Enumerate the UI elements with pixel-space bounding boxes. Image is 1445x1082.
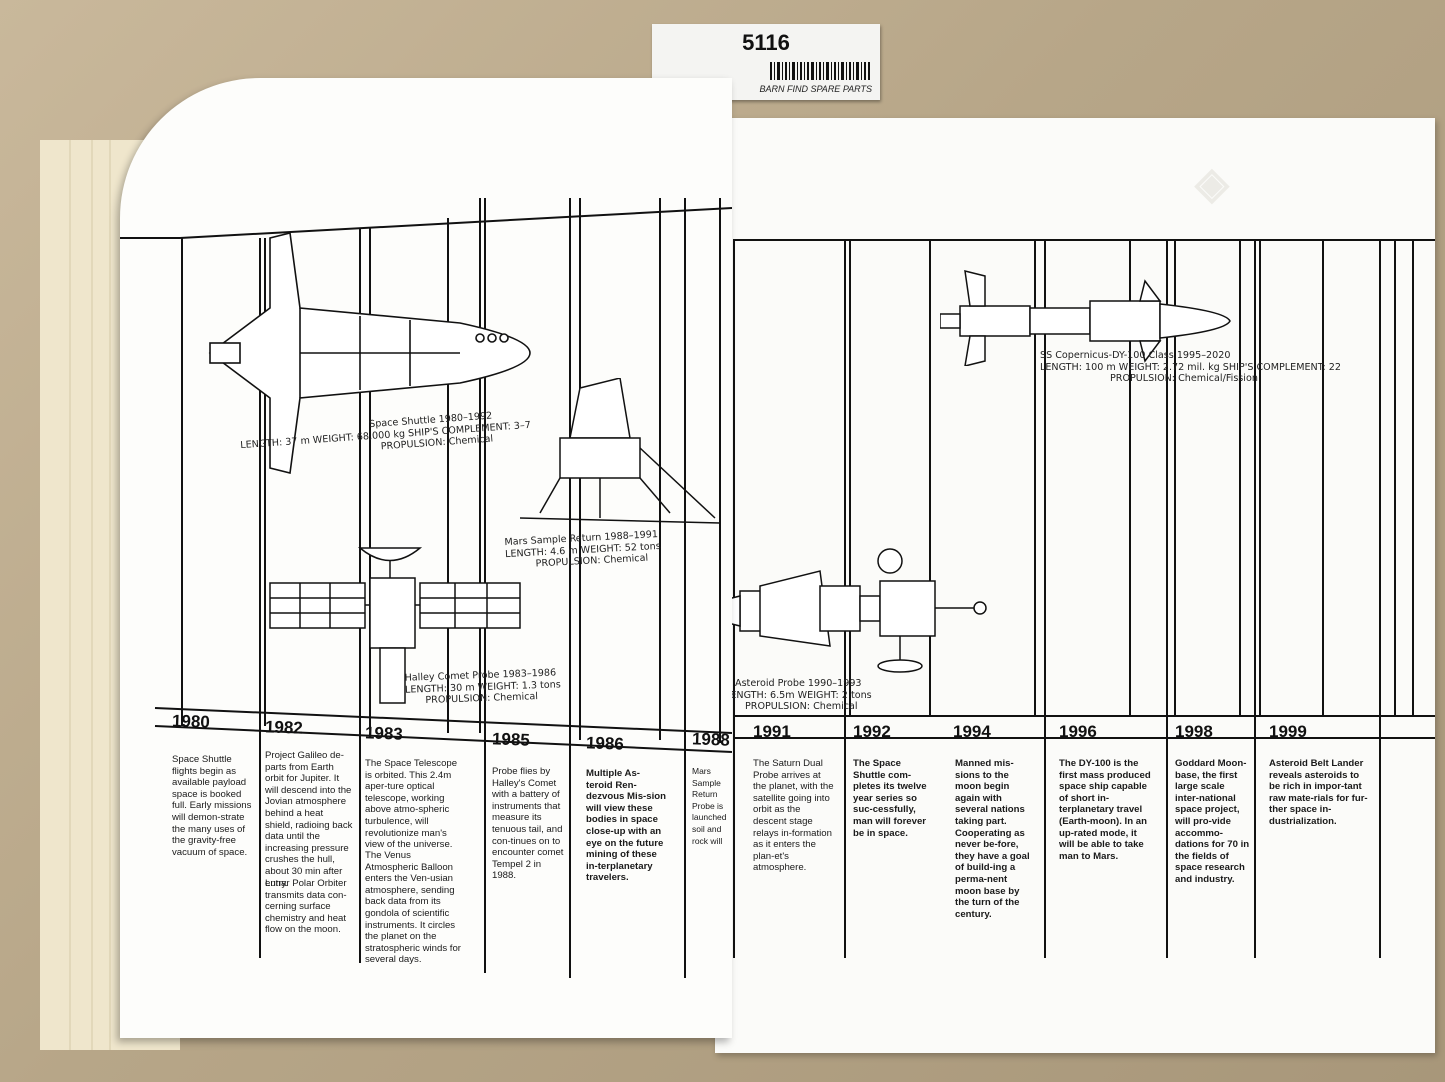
event-1985: Probe flies by Halley's Comet with a bat…	[492, 766, 564, 882]
right-page: ◈ SS Copernicu	[715, 118, 1435, 1053]
page-edge-lines	[69, 140, 111, 1050]
right-page-grid	[733, 239, 1435, 958]
asteroid-probe-propulsion: PROPULSION: Chemical	[745, 701, 858, 712]
sticker-caption: BARN FIND SPARE PARTS	[759, 84, 872, 94]
year-1998: 1998	[1175, 722, 1213, 741]
asteroid-probe-name: Asteroid Probe 1990–1993	[735, 678, 862, 689]
event-1983-b: The Venus Atmospheric Balloon enters the…	[365, 850, 461, 966]
event-1982-b: Lunar Polar Orbiter transmits data con-c…	[265, 878, 347, 936]
left-page: Space Shuttle 1980–1992 LENGTH: 37 m WEI…	[120, 78, 732, 1038]
halley-comet-probe-label: Halley Comet Probe 1983–1986 LENGTH: 30 …	[404, 667, 561, 707]
year-1983: 1983	[364, 723, 404, 744]
event-1996: The DY-100 is the first mass produced sp…	[1059, 758, 1151, 862]
event-1991: The Saturn Dual Probe arrives at the pla…	[753, 758, 834, 874]
copernicus-name: SS Copernicus-DY-100 Class 1995–2020	[1040, 350, 1231, 361]
year-1986: 1986	[585, 733, 625, 754]
event-1983: The Space Telescope is orbited. This 2.4…	[365, 758, 458, 851]
ghost-show-through: ◈	[1195, 159, 1229, 208]
event-1992: The Space Shuttle com-pletes its twelve …	[853, 758, 927, 839]
copernicus-ship-drawing	[940, 270, 1231, 366]
year-1991: 1991	[753, 722, 791, 741]
event-1986: Multiple As-teroid Ren-dezvous Mis-sion …	[586, 768, 666, 884]
halley-comet-probe-drawing	[269, 547, 521, 704]
year-1999: 1999	[1269, 722, 1307, 741]
asteroid-probe-drawing	[720, 548, 987, 673]
mars-sample-return-drawing	[520, 378, 720, 524]
year-1985: 1985	[491, 729, 531, 750]
year-1980: 1980	[171, 711, 211, 732]
event-1980: Space Shuttle flights begin as available…	[172, 754, 252, 858]
event-1988: Mars Sample Return Probe is launched soi…	[692, 766, 727, 846]
year-1994: 1994	[953, 722, 991, 741]
barcode	[770, 62, 870, 80]
year-1996: 1996	[1059, 722, 1097, 741]
asteroid-probe-label: Asteroid Probe 1990–1993 LENGTH: 6.5m WE…	[725, 678, 872, 713]
event-1994: Manned mis-sions to the moon begin again…	[955, 758, 1030, 920]
sticker-number: 5116	[742, 30, 790, 55]
year-1992: 1992	[853, 722, 891, 741]
year-1982: 1982	[264, 717, 304, 738]
event-1999: Asteroid Belt Lander reveals asteroids t…	[1269, 758, 1368, 827]
event-1982: Project Galileo de-parts from Earth orbi…	[265, 750, 353, 889]
copernicus-specs: LENGTH: 100 m WEIGHT: 2.72 mil. kg SHIP'…	[1040, 361, 1342, 373]
copernicus-propulsion: PROPULSION: Chemical/Fission	[1110, 373, 1258, 384]
event-1998: Goddard Moon-base, the first large scale…	[1175, 758, 1250, 885]
copernicus-label: SS Copernicus-DY-100 Class 1995–2020 LEN…	[1040, 350, 1341, 385]
asteroid-probe-specs: LENGTH: 6.5m WEIGHT: 2 tons	[725, 689, 872, 701]
space-shuttle-drawing	[208, 232, 531, 474]
year-1988: 1988	[691, 729, 731, 750]
